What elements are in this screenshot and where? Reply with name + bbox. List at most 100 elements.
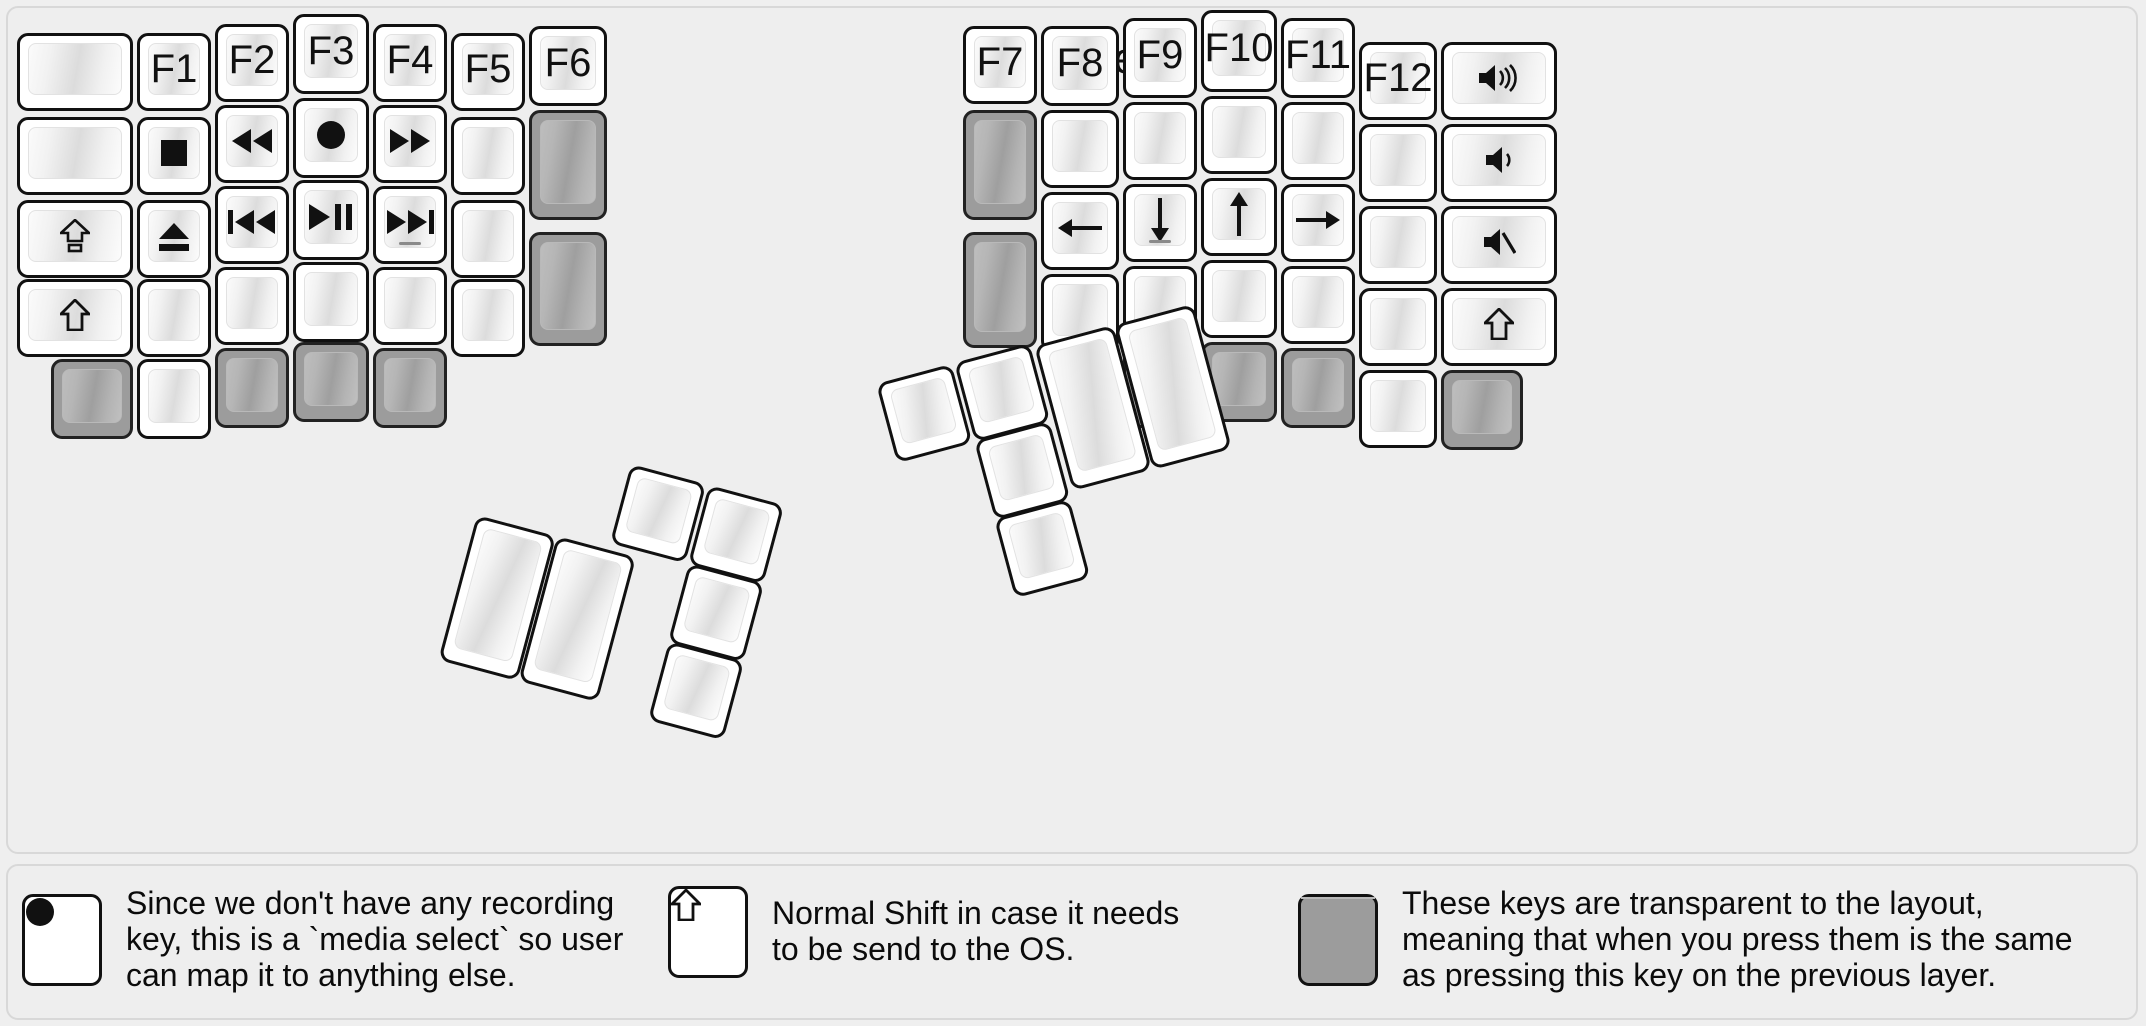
key-eject[interactable] [137, 200, 211, 278]
key-trans-r5c4[interactable] [293, 342, 369, 422]
key-f2[interactable]: F2 [215, 24, 289, 102]
transparent-key-sample-face [1301, 896, 1375, 899]
key-trans-r2c1r-face [974, 120, 1026, 204]
key-blank-r2c4r[interactable] [1201, 96, 1277, 174]
key-shift-r4c1-face [28, 289, 122, 341]
key-trans-r5c5-face [384, 358, 436, 412]
arrow-down-icon [1147, 198, 1173, 242]
key-play-pause-face [304, 190, 358, 244]
key-f12-face: F12 [1364, 52, 1432, 104]
key-trans-r2c7[interactable] [529, 110, 607, 220]
key-trans-r5c1[interactable] [51, 359, 133, 439]
key-trans-r3c7[interactable] [529, 232, 607, 346]
key-f7-face: F7 [974, 36, 1026, 88]
key-blank-r2c2r[interactable] [1041, 110, 1119, 188]
key-f6-face: F6 [540, 36, 596, 90]
key-blank-r2c3r-face [1134, 112, 1186, 164]
key-fastforward[interactable] [373, 105, 447, 183]
key-blank-r2c4r-face [1212, 106, 1266, 158]
media-eject-icon [157, 221, 191, 251]
key-blank-r4c2-face [148, 289, 200, 341]
key-arrow-right[interactable] [1281, 184, 1355, 262]
key-f11[interactable]: F11 [1281, 18, 1355, 98]
key-blank-r1c1[interactable] [17, 33, 133, 111]
key-blank-r2c6r[interactable] [1359, 124, 1437, 202]
key-trans-r5c3[interactable] [215, 348, 289, 428]
key-blank-r4c6r[interactable] [1359, 288, 1437, 366]
key-arrow-down[interactable] [1123, 184, 1197, 262]
key-stop-face [148, 127, 200, 179]
key-trans-r2c7-face [540, 120, 596, 204]
key-capslock-r3c1-face [28, 210, 122, 262]
key-f8[interactable]: F8 [1041, 26, 1119, 106]
key-blank-r2c1[interactable] [17, 117, 133, 195]
key-trans-r5c7r[interactable] [1441, 370, 1523, 450]
key-prev-track-face [226, 196, 278, 248]
legend-text-2: Normal Shift in case it needs to be send… [772, 895, 1180, 967]
key-f3[interactable]: F3 [293, 14, 369, 94]
key-blank-r4c3-face [226, 277, 278, 329]
key-blank-r2c6-face [462, 127, 514, 179]
key-blank-r5c6r[interactable] [1359, 370, 1437, 448]
key-trans-r5c5[interactable] [373, 348, 447, 428]
key-f8-face: F8 [1052, 36, 1108, 90]
key-stop[interactable] [137, 117, 211, 195]
key-blank-r5c2[interactable] [137, 359, 211, 439]
key-f7[interactable]: F7 [963, 26, 1037, 104]
key-blank-r2c2r-face [1052, 120, 1108, 172]
key-shift-right[interactable] [1441, 288, 1557, 366]
key-volume-down[interactable] [1441, 124, 1557, 202]
media-rewind-icon [231, 128, 273, 154]
key-f1[interactable]: F1 [137, 33, 211, 111]
key-trans-r5c5r[interactable] [1281, 348, 1355, 428]
key-trans-r3c1r[interactable] [963, 232, 1037, 348]
key-f10[interactable]: F10 [1201, 10, 1277, 92]
legend-text-1: Since we don't have any recording key, t… [126, 885, 624, 993]
key-f12-label: F12 [1363, 56, 1433, 100]
key-f9[interactable]: F9 [1123, 18, 1197, 98]
key-blank-r5c2-face [148, 369, 200, 423]
arrow-right-icon [1296, 207, 1340, 233]
key-trans-r2c1r[interactable] [963, 110, 1037, 220]
key-volume-mute[interactable] [1441, 206, 1557, 284]
key-blank-r4c4r[interactable] [1201, 260, 1277, 338]
key-blank-r2c5r[interactable] [1281, 102, 1355, 180]
key-f5[interactable]: F5 [451, 33, 525, 111]
key-blank-r2c1-face [28, 127, 122, 179]
key-prev-track[interactable] [215, 186, 289, 264]
key-arrow-up[interactable] [1201, 178, 1277, 256]
key-blank-r4c2[interactable] [137, 279, 211, 357]
key-play-pause[interactable] [293, 180, 369, 260]
key-f3-face: F3 [304, 24, 358, 78]
key-arrow-left[interactable] [1041, 192, 1119, 270]
key-blank-r2c3r[interactable] [1123, 102, 1197, 180]
key-shift-right-face [1452, 298, 1546, 350]
key-arrow-up-face [1212, 188, 1266, 240]
key-blank-r4c5r[interactable] [1281, 266, 1355, 344]
key-f4[interactable]: F4 [373, 24, 447, 102]
key-rewind[interactable] [215, 105, 289, 183]
arrow-up-icon [1226, 192, 1252, 236]
key-f6[interactable]: F6 [529, 26, 607, 106]
key-shift-r4c1[interactable] [17, 279, 133, 357]
key-capslock-r3c1[interactable] [17, 200, 133, 278]
key-blank-r3c6r[interactable] [1359, 206, 1437, 284]
record-key-sample [22, 893, 102, 986]
media-stop-icon [159, 138, 189, 168]
key-record[interactable] [293, 98, 369, 178]
key-blank-r4c6[interactable] [451, 279, 525, 357]
key-next-track[interactable] [373, 186, 447, 264]
key-trans-r3c7-face [540, 242, 596, 330]
key-blank-r4c3[interactable] [215, 267, 289, 345]
key-blank-r1c1-face [28, 43, 122, 95]
key-volume-up[interactable] [1441, 42, 1557, 120]
key-f12[interactable]: F12 [1359, 42, 1437, 120]
key-arrow-down-face [1134, 194, 1186, 246]
key-blank-r3c6[interactable] [451, 200, 525, 278]
key-blank-r4c5[interactable] [373, 267, 447, 345]
key-trans-r5c4-face [304, 352, 358, 406]
key-blank-r2c6[interactable] [451, 117, 525, 195]
key-blank-r4c4[interactable] [293, 262, 369, 342]
legend-text-3: These keys are transparent to the layout… [1402, 885, 2073, 993]
shift-arrow-icon [1484, 308, 1514, 340]
